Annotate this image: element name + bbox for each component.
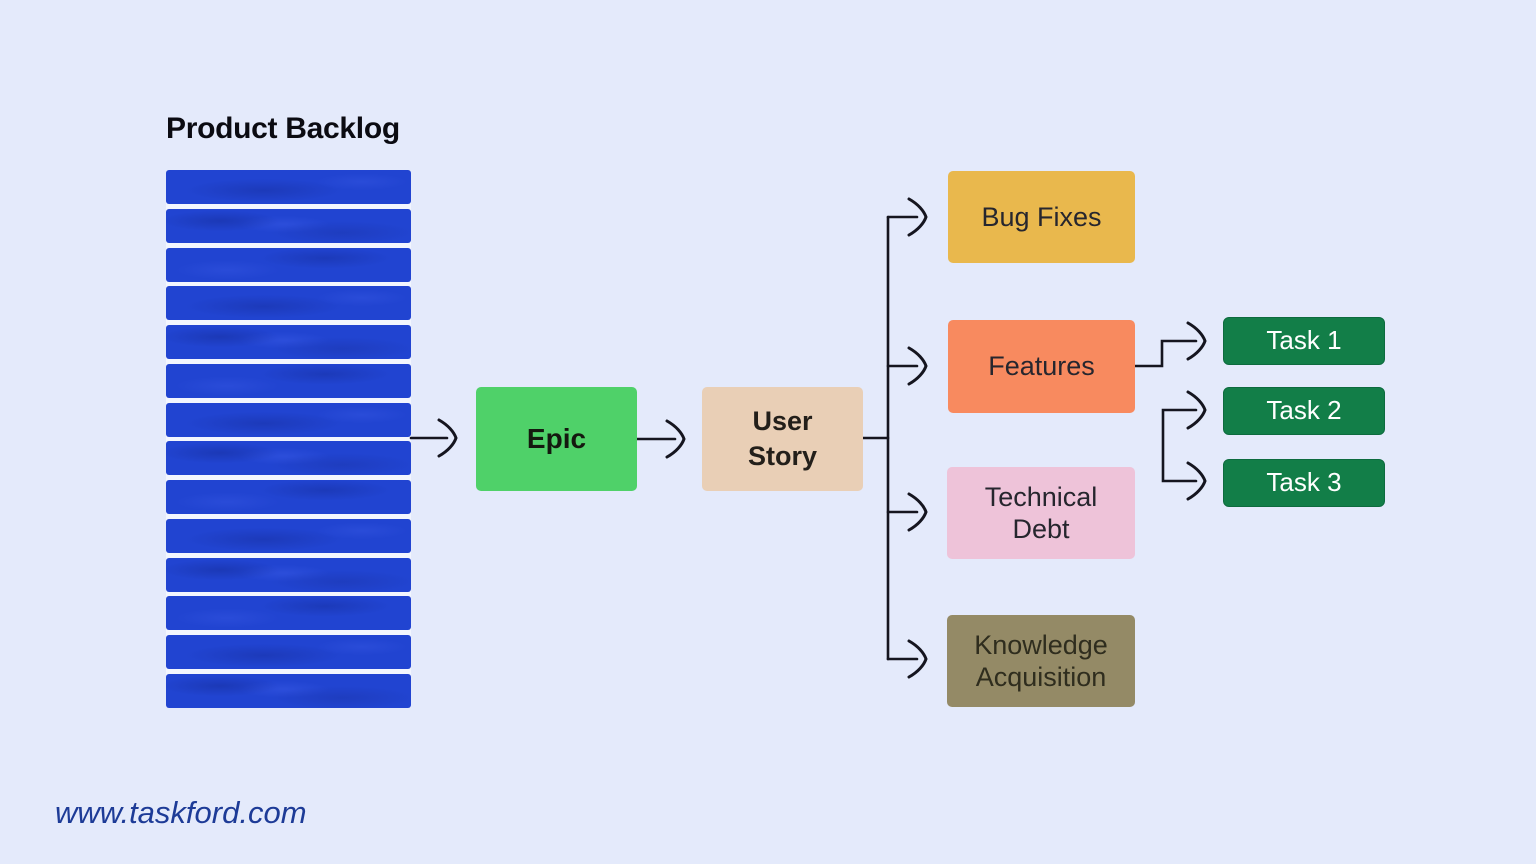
backlog-item-bar	[166, 208, 411, 243]
backlog-item-bar	[166, 596, 411, 631]
page-title: Product Backlog	[166, 112, 400, 145]
product-backlog-stack	[166, 170, 411, 708]
arrow-to-task3-head	[1186, 461, 1207, 501]
arrow-backlog-to-epic-head	[437, 418, 458, 458]
arrow-to-features-head	[907, 346, 928, 386]
node-task-3: Task 3	[1223, 459, 1385, 507]
node-knowledge-acquisition: Knowledge Acquisition	[947, 615, 1135, 707]
backlog-item-bar	[166, 402, 411, 437]
backlog-item-bar	[166, 363, 411, 398]
node-user-story: User Story	[702, 387, 863, 491]
node-bug-fixes: Bug Fixes	[948, 171, 1135, 263]
website-url: www.taskford.com	[55, 795, 307, 830]
backlog-item-bar	[166, 286, 411, 321]
arrow-to-bug-fixes-head	[907, 197, 928, 237]
backlog-item-bar	[166, 325, 411, 360]
arrow-to-task2-head	[1186, 390, 1207, 430]
backlog-item-bar	[166, 557, 411, 592]
backlog-item-bar	[166, 247, 411, 282]
arrow-to-task1-head	[1186, 321, 1207, 361]
node-technical-debt: Technical Debt	[947, 467, 1135, 559]
arrow-to-technical-debt-head	[907, 492, 928, 532]
node-features: Features	[948, 320, 1135, 413]
backlog-item-bar	[166, 635, 411, 670]
backlog-item-bar	[166, 480, 411, 515]
backlog-item-bar	[166, 170, 411, 204]
backlog-item-bar	[166, 441, 411, 476]
bracket-task2-task3	[1161, 408, 1198, 483]
node-task-1: Task 1	[1223, 317, 1385, 365]
backlog-item-bar	[166, 673, 411, 708]
node-epic: Epic	[476, 387, 637, 491]
node-task-2: Task 2	[1223, 387, 1385, 435]
arrow-epic-to-user-story-head	[665, 419, 686, 459]
line-features-to-task1	[1133, 339, 1198, 368]
arrow-to-knowledge-head	[907, 639, 928, 679]
backlog-item-bar	[166, 518, 411, 553]
